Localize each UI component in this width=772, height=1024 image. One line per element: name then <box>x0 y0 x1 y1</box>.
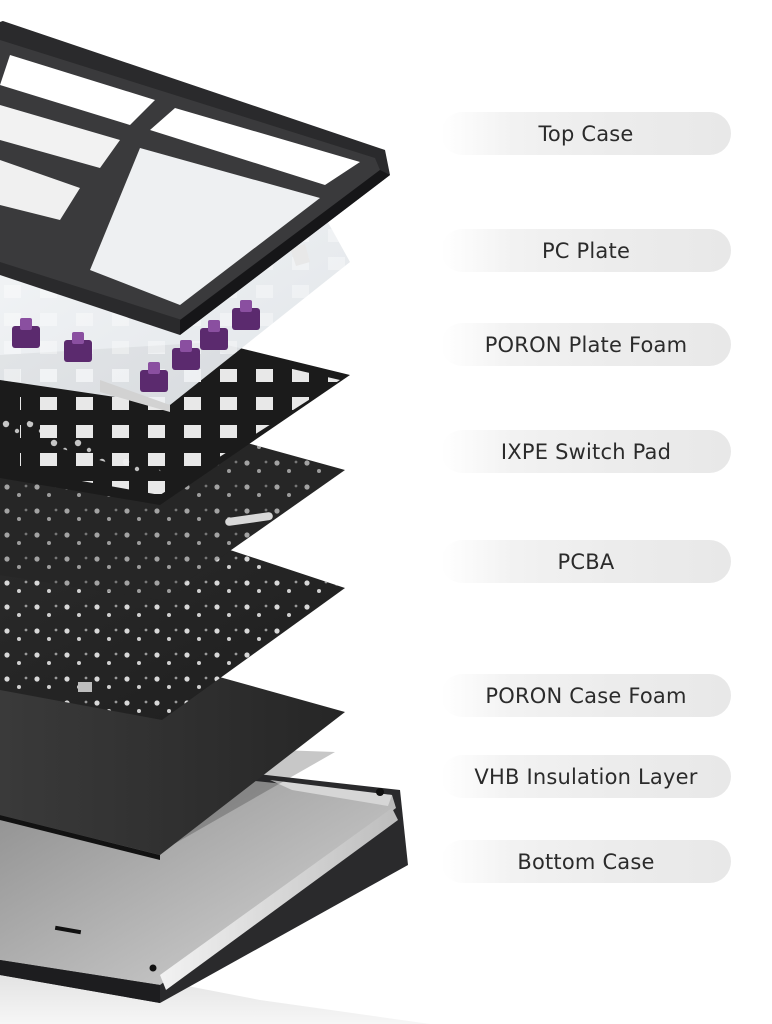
layer-label-vhb-insulation-layer: VHB Insulation Layer <box>441 755 731 798</box>
layer-label-ixpe-switch-pad: IXPE Switch Pad <box>441 430 731 473</box>
layer-label-pc-plate: PC Plate <box>441 229 731 272</box>
layer-label-poron-case-foam: PORON Case Foam <box>441 674 731 717</box>
layer-label-top-case: Top Case <box>441 112 731 155</box>
layer-label-pcba: PCBA <box>441 540 731 583</box>
layer-label-poron-plate-foam: PORON Plate Foam <box>441 323 731 366</box>
layer-label-bottom-case: Bottom Case <box>441 840 731 883</box>
